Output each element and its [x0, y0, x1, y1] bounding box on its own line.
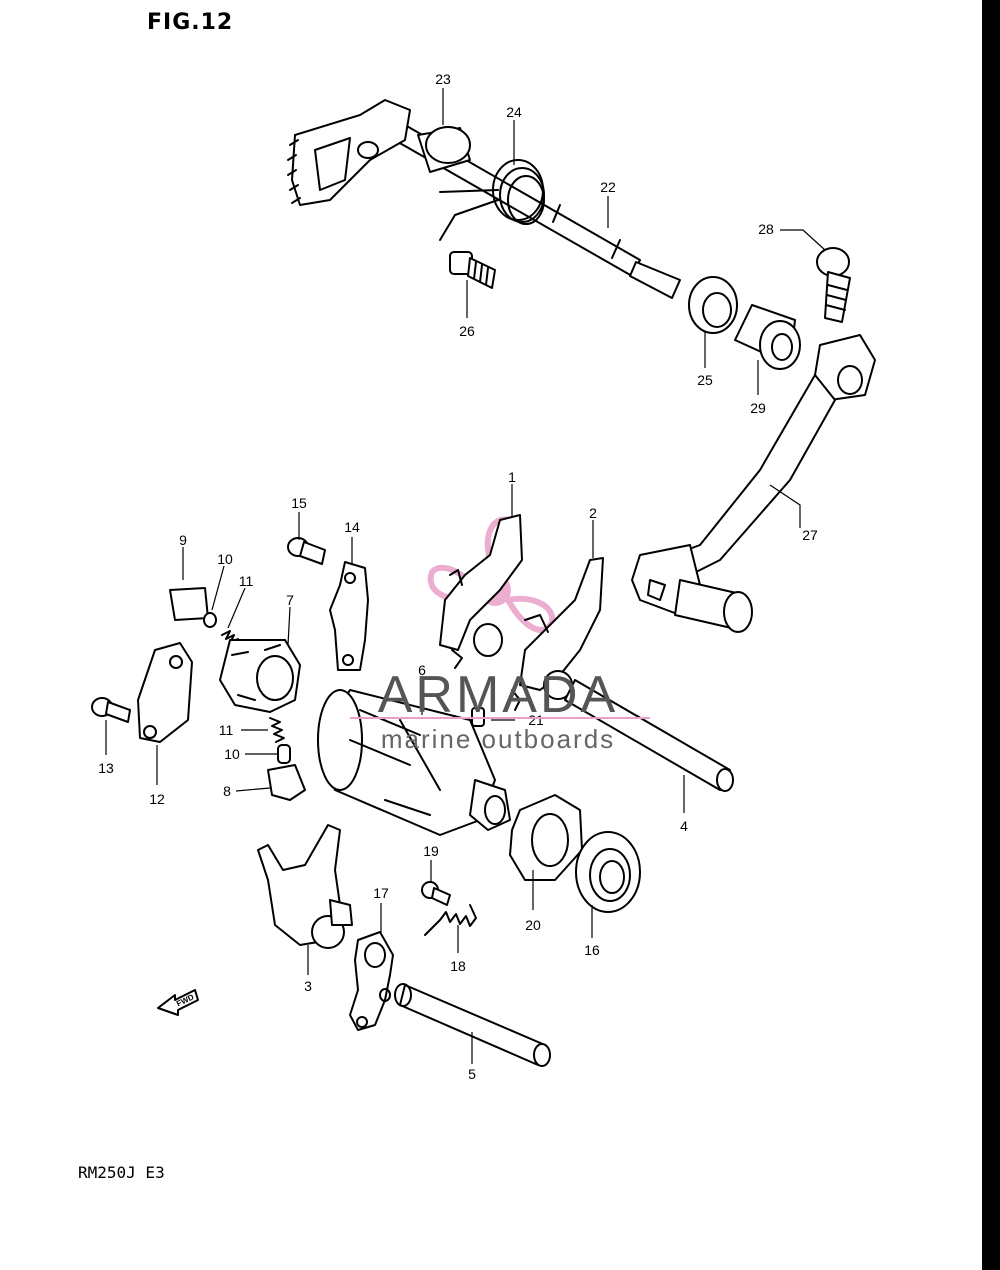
callout-16: 16: [584, 942, 600, 958]
callout-21: 21: [528, 712, 544, 728]
callout-2: 2: [589, 505, 597, 521]
part-5-fork-shaft: [394, 983, 551, 1067]
part-8-pawl: [267, 764, 306, 801]
callout-26: 26: [459, 323, 475, 339]
callout-17: 17: [373, 885, 389, 901]
callout-8: 8: [223, 783, 231, 799]
part-7-cam-driven-gear: [219, 639, 301, 713]
part-12-stopper-plate: [137, 642, 193, 743]
part-26-bolt: [449, 251, 496, 289]
part-29-spacer: [734, 304, 801, 370]
callout-13: 13: [98, 760, 114, 776]
callout-4: 4: [680, 818, 688, 834]
callout-1: 1: [508, 469, 516, 485]
callout-10-upper: 10: [217, 551, 233, 567]
fwd-arrow-icon: [157, 989, 199, 1016]
part-16-bearing: [575, 831, 641, 913]
part-2-shift-fork: [511, 557, 604, 711]
part-19-bolt: [421, 881, 451, 906]
part-15-bolt: [287, 537, 326, 565]
callout-19: 19: [423, 843, 439, 859]
callout-10-lower: 10: [224, 746, 240, 762]
part-18-spring: [424, 904, 477, 936]
part-20-cam-plate: [509, 794, 583, 881]
callout-7: 7: [286, 592, 294, 608]
callout-9: 9: [179, 532, 187, 548]
part-4-fork-shaft: [564, 679, 734, 792]
part-3-shift-fork: [257, 824, 353, 949]
callout-11-lower: 11: [219, 722, 234, 738]
callout-24: 24: [506, 104, 522, 120]
part-11-spring-lower: [269, 717, 285, 743]
part-25-oil-seal: [688, 276, 738, 334]
leader-lines: [105, 88, 826, 1064]
callout-3: 3: [304, 978, 312, 994]
part-13-bolt: [91, 697, 131, 723]
part-10-pin-lower: [277, 744, 291, 764]
callout-labels: 1 2 3 4 5 6 7 8 9 10 10 11 11 12 13 14 1…: [98, 71, 818, 1082]
callout-11-upper: 11: [239, 573, 254, 589]
callout-20: 20: [525, 917, 541, 933]
callout-14: 14: [344, 519, 360, 535]
callout-5: 5: [468, 1066, 476, 1082]
callout-27: 27: [802, 527, 818, 543]
watermark-brand: ARMADA: [378, 666, 618, 724]
callout-23: 23: [435, 71, 451, 87]
callout-29: 29: [750, 400, 766, 416]
part-28-bolt: [816, 247, 851, 323]
part-23-shift-arm: [287, 99, 471, 206]
callout-18: 18: [450, 958, 466, 974]
part-1-shift-fork: [439, 514, 523, 669]
part-14-guide-plate: [329, 561, 369, 671]
figure-title: FIG.12: [147, 10, 234, 35]
part-24-return-spring: [439, 159, 545, 241]
callout-28: 28: [758, 221, 774, 237]
page-border-right: [982, 0, 1000, 1270]
callout-22: 22: [600, 179, 616, 195]
callout-6: 6: [418, 662, 426, 678]
part-10-pin-upper: [203, 612, 217, 628]
model-code: RM250J E3: [78, 1163, 165, 1182]
part-6-gearshift-cam: [317, 689, 511, 836]
callout-15: 15: [291, 495, 307, 511]
part-9-stopper: [169, 587, 209, 621]
callout-12: 12: [149, 791, 165, 807]
watermark-tagline: marine outboards: [381, 724, 615, 754]
part-17-stopper-lever: [349, 931, 394, 1031]
callout-25: 25: [697, 372, 713, 388]
part-27-gearshift-lever: [631, 334, 876, 633]
